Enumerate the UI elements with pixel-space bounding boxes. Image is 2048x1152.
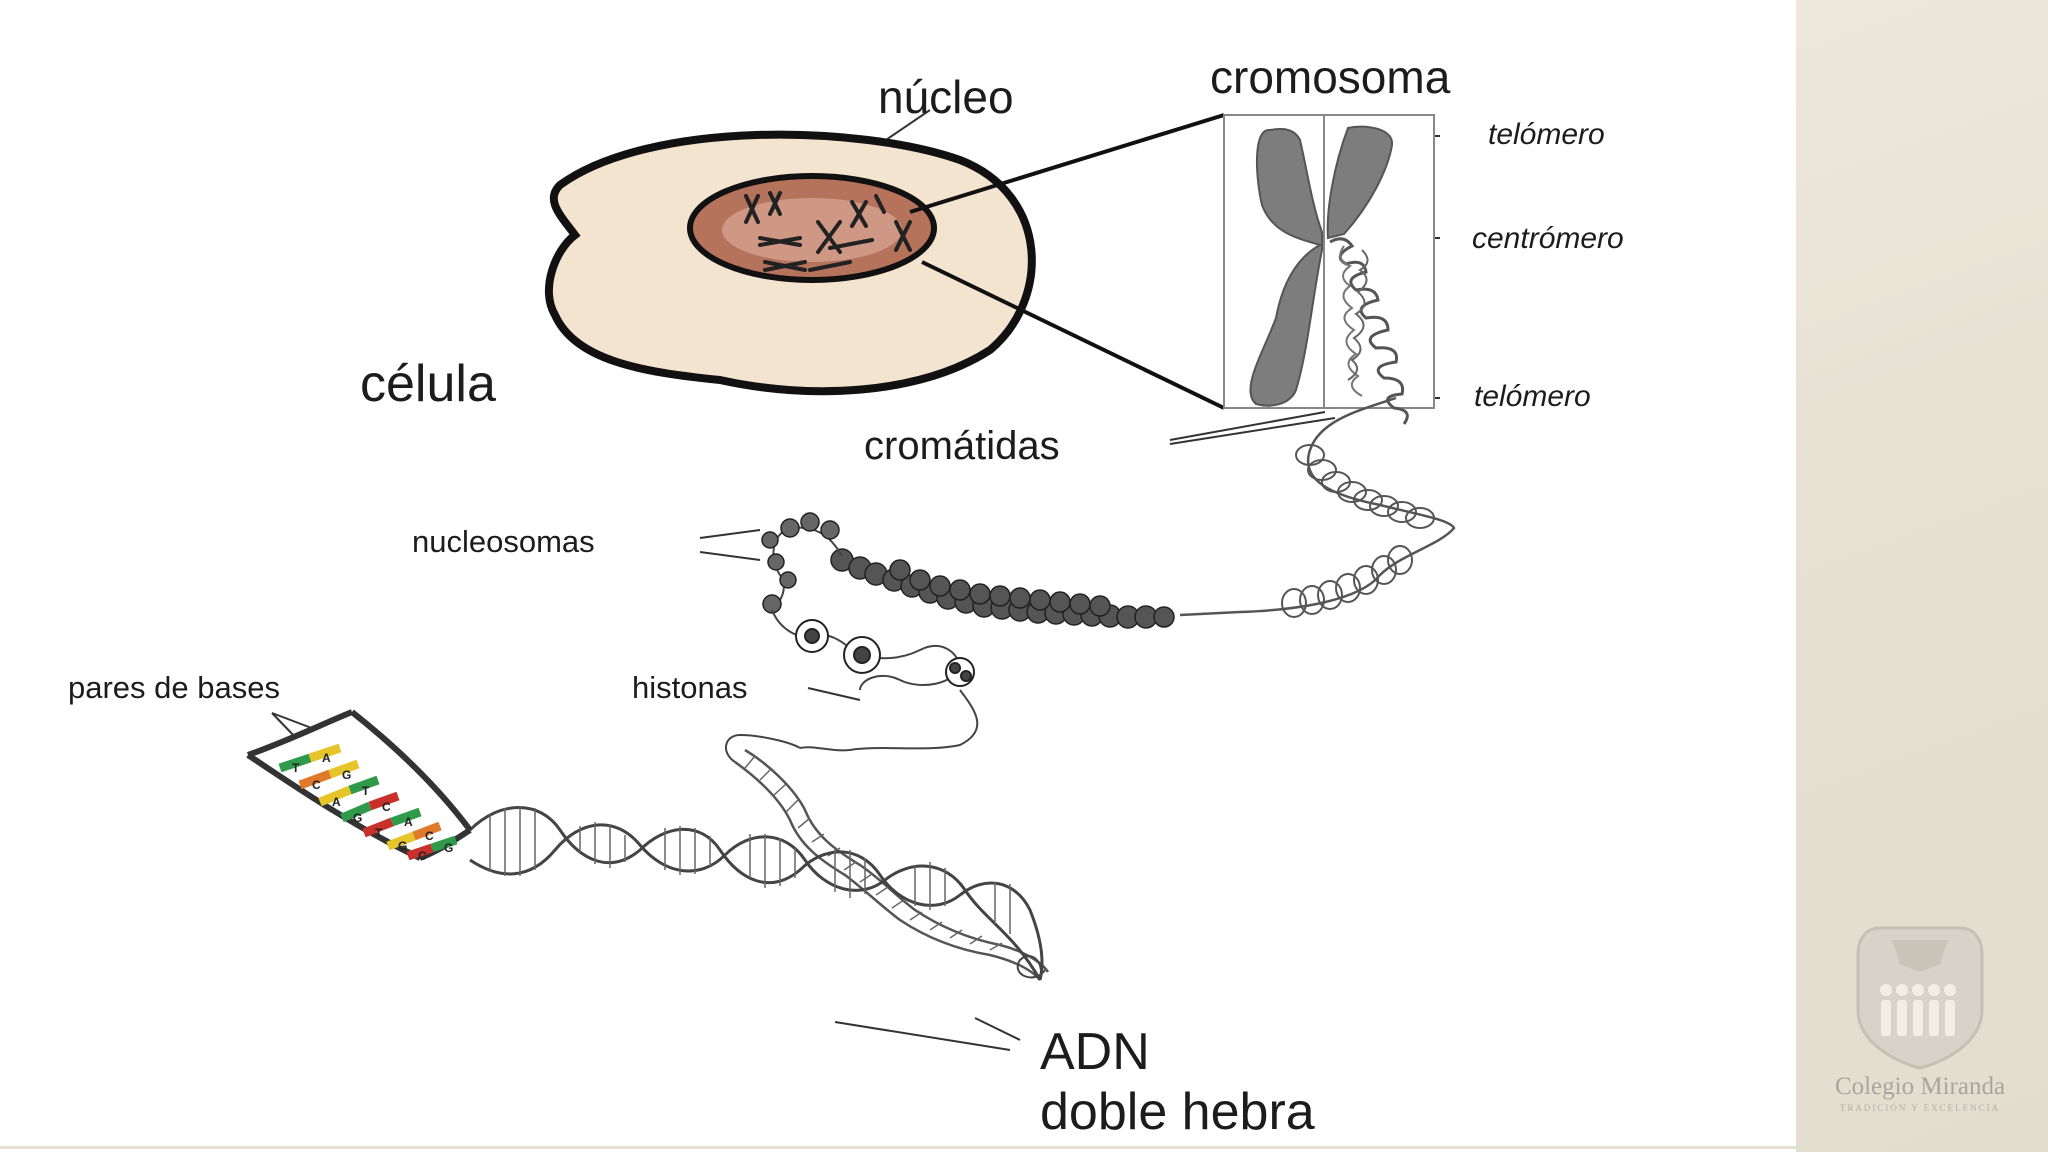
zoom-line-top: [909, 113, 1225, 214]
zoom-line-bottom: [921, 260, 1225, 410]
svg-text:T: T: [362, 784, 370, 798]
nucleosome-beads: [761, 512, 840, 614]
svg-text:T: T: [292, 761, 300, 775]
label-cromatidas: cromátidas: [864, 424, 1060, 468]
label-nucleosomas: nucleosomas: [412, 524, 595, 559]
label-nucleo: núcleo: [878, 71, 1014, 123]
dna-helix-upper: [734, 748, 1050, 981]
svg-text:T: T: [375, 826, 383, 840]
label-doble-hebra: doble hebra: [1040, 1083, 1315, 1141]
label-adn: ADN: [1040, 1023, 1150, 1081]
base-letters: TA CG AT GC TA GC CG: [292, 751, 453, 863]
svg-text:C: C: [312, 778, 321, 792]
slide-bottom-border: [0, 1146, 1796, 1149]
svg-text:G: G: [342, 768, 351, 782]
label-pares-de-bases: pares de bases: [68, 670, 280, 705]
label-histonas: histonas: [632, 670, 748, 705]
solenoid-fiber: [1179, 396, 1456, 617]
svg-text:G: G: [353, 811, 362, 825]
dna-rungs-upper: [744, 755, 1003, 951]
label-cromosoma: cromosoma: [1210, 51, 1451, 103]
logo-subtext: TRADICIÓN Y EXCELENCIA: [1839, 1103, 2001, 1113]
svg-text:G: G: [398, 839, 407, 853]
svg-text:A: A: [404, 815, 413, 829]
svg-text:G: G: [444, 841, 453, 855]
logo-text: Colegio Miranda: [1834, 1073, 2006, 1100]
dna-helix-lower: [468, 806, 1044, 981]
label-telomero-top: telómero: [1488, 118, 1605, 151]
beads-on-string: [769, 526, 843, 613]
school-crest-logo: [1856, 926, 1984, 1070]
coiled-chromatin: [1329, 237, 1409, 425]
label-celula: célula: [360, 355, 496, 413]
svg-text:C: C: [425, 829, 434, 843]
mini-chromosomes: [744, 191, 912, 272]
svg-text:A: A: [322, 751, 331, 765]
histone-cores: [795, 619, 975, 687]
label-centromero: centrómero: [1472, 222, 1624, 255]
chromosome-inset-box: [1223, 114, 1435, 409]
svg-text:C: C: [418, 849, 427, 863]
solenoid-loops: [1281, 444, 1435, 618]
svg-text:C: C: [382, 800, 391, 814]
dna-rungs-lower: [489, 806, 1011, 934]
base-pair-rungs: [278, 743, 458, 861]
nucleosome-fiber: [830, 548, 1175, 629]
label-telomero-bottom: telómero: [1474, 380, 1591, 413]
chromatid-left: [1249, 128, 1323, 407]
base-pair-ladder: TA CG AT GC TA GC CG: [246, 709, 473, 863]
chromatid-right-arm: [1326, 125, 1393, 240]
svg-text:A: A: [332, 795, 341, 809]
